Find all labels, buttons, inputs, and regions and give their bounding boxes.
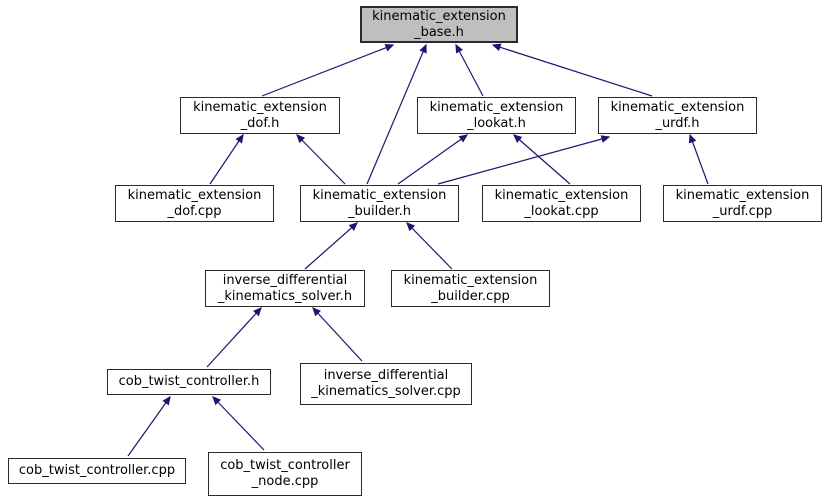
edge-lookat_cpp-to-lookat_h (512, 134, 571, 185)
edge-ids_cpp-to-ids_h (312, 307, 363, 362)
node-label: kinematic_extension _urdf.cpp (675, 187, 810, 219)
node-label: kinematic_extension _dof.cpp (127, 187, 262, 219)
node-label: cob_twist_controller _node.cpp (220, 458, 350, 489)
node-label: cob_twist_controller.cpp (18, 463, 176, 478)
node-kinematic-extension-lookat-h[interactable]: kinematic_extension _lookat.h (417, 97, 576, 134)
node-kinematic-extension-urdf-h[interactable]: kinematic_extension _urdf.h (598, 97, 757, 134)
node-kinematic-extension-builder-h[interactable]: kinematic_extension _builder.h (300, 185, 459, 222)
node-kinematic-extension-dof-cpp[interactable]: kinematic_extension _dof.cpp (115, 185, 274, 222)
node-kinematic-extension-urdf-cpp[interactable]: kinematic_extension _urdf.cpp (663, 185, 822, 222)
node-kinematic-extension-dof-h[interactable]: kinematic_extension _dof.h (180, 97, 340, 134)
node-label: kinematic_extension _builder.cpp (403, 272, 538, 304)
edge-ctc_node_cpp-to-ctc_h (212, 396, 265, 451)
node-kinematic-extension-base-h[interactable]: kinematic_extension _base.h (360, 6, 518, 43)
node-kinematic-extension-lookat-cpp[interactable]: kinematic_extension _lookat.cpp (482, 185, 641, 222)
node-cob-twist-controller-cpp[interactable]: cob_twist_controller.cpp (8, 458, 186, 484)
node-label: kinematic_extension _urdf.h (610, 99, 745, 131)
node-cob-twist-controller-node-cpp[interactable]: cob_twist_controller _node.cpp (208, 452, 362, 496)
node-label: kinematic_extension _builder.h (312, 187, 447, 219)
edge-urdf_h-to-base_h (491, 43, 653, 97)
node-inverse-differential-kinematics-solver-h[interactable]: inverse_differential _kinematics_solver.… (205, 270, 365, 307)
node-label: cob_twist_controller.h (118, 374, 260, 389)
edge-dof_cpp-to-dof_h (209, 133, 244, 185)
edge-builder_h-to-dof_h (296, 134, 346, 185)
edge-dof_h-to-base_h (261, 44, 395, 97)
node-inverse-differential-kinematics-solver-cpp[interactable]: inverse_differential _kinematics_solver.… (300, 363, 472, 405)
edge-builder_h-to-base_h (366, 43, 427, 185)
node-label: inverse_differential _kinematics_solver.… (311, 368, 461, 399)
node-label: kinematic_extension _lookat.cpp (494, 187, 629, 219)
node-label: kinematic_extension _base.h (372, 8, 506, 40)
edge-builder_cpp-to-builder_h (406, 222, 453, 270)
edge-lookat_h-to-base_h (455, 43, 484, 97)
edge-ids_h-to-builder_h (304, 222, 359, 270)
edge-ctc_h-to-ids_h (206, 307, 262, 368)
node-kinematic-extension-builder-cpp[interactable]: kinematic_extension _builder.cpp (391, 270, 550, 307)
edge-urdf_cpp-to-urdf_h (688, 133, 709, 185)
node-label: kinematic_extension _lookat.h (429, 99, 564, 131)
node-label: inverse_differential _kinematics_solver.… (217, 272, 353, 304)
node-label: kinematic_extension _dof.h (193, 99, 327, 131)
edge-builder_h-to-lookat_h (397, 134, 469, 185)
node-cob-twist-controller-h[interactable]: cob_twist_controller.h (107, 369, 271, 395)
edge-ctc_cpp-to-ctc_h (127, 395, 171, 457)
edge-builder_h-to-urdf_h (437, 135, 611, 185)
